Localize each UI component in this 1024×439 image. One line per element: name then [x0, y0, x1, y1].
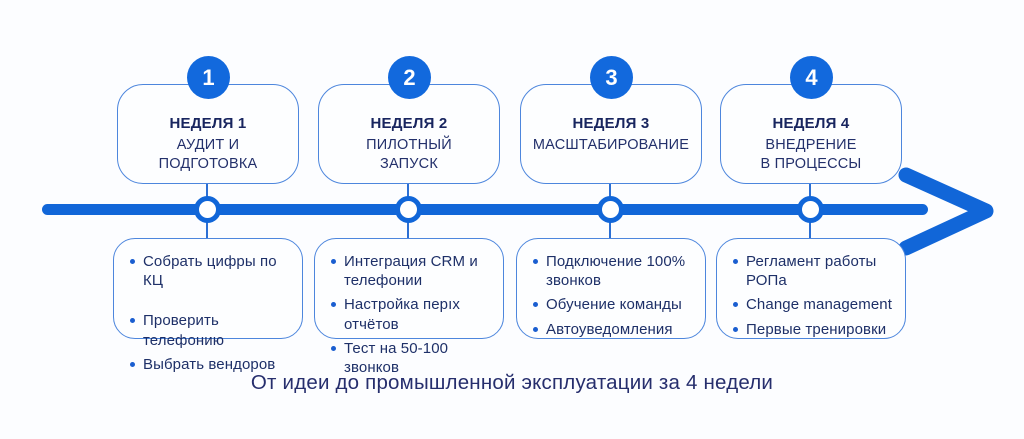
week-title: НЕДЕЛЯ 3	[572, 115, 650, 132]
task-label: Регламент работы РОПа	[746, 253, 877, 290]
task-item: Change management	[731, 295, 895, 314]
bullet-icon	[733, 302, 738, 308]
week-subtitle: ВНЕДРЕНИЕ В ПРОЦЕССЫ	[760, 137, 862, 172]
week-number-badge: 3	[590, 56, 633, 99]
week-header-card: НЕДЕЛЯ 4 ВНЕДРЕНИЕ В ПРОЦЕССЫ	[720, 84, 902, 184]
week-header-card: НЕДЕЛЯ 3 МАСШТАБИРОВАНИЕ	[520, 84, 702, 184]
week-header-card: НЕДЕЛЯ 1 АУДИТ И ПОДГОТОВКА	[117, 84, 299, 184]
week-subtitle: АУДИТ И ПОДГОТОВКА	[158, 137, 258, 172]
task-label: Собрать цифры по КЦ	[143, 253, 277, 290]
task-label: Автоуведомления	[546, 320, 673, 338]
week-header-card: НЕДЕЛЯ 2 ПИЛОТНЫЙ ЗАПУСК	[318, 84, 500, 184]
task-label: Первые тренировки	[746, 320, 887, 338]
task-label: Change management	[746, 296, 892, 314]
bullet-icon	[533, 326, 538, 332]
bullet-icon	[130, 361, 135, 367]
task-item: Тест на 50-100 звонков	[329, 339, 493, 377]
bullet-icon	[130, 318, 135, 324]
task-label: Выбрать вендоров	[143, 355, 276, 373]
task-item: Выбрать вендоров	[128, 355, 292, 374]
task-item: Интеграция CRM и телефонии	[329, 252, 493, 290]
task-item: Регламент работы РОПа	[731, 252, 895, 290]
week-subtitle: ПИЛОТНЫЙ ЗАПУСК	[366, 137, 452, 172]
task-list: Собрать цифры по КЦ Проверить телефонию …	[128, 252, 292, 374]
task-label: Тест на 50-100 звонков	[344, 339, 449, 376]
timeline-bar	[42, 204, 928, 215]
timeline-node	[597, 196, 624, 223]
task-label: Настройка перıх отчётов	[344, 296, 460, 333]
timeline-node	[797, 196, 824, 223]
bullet-icon	[331, 259, 336, 264]
task-item: Первые тренировки	[731, 320, 895, 339]
bullet-icon	[130, 259, 135, 264]
footer-caption: От идеи до промышленной эксплуатации за …	[250, 371, 774, 394]
task-label: Подключение 100% звонков	[546, 253, 686, 290]
week-tasks-card: Подключение 100% звонков Обучение команд…	[516, 238, 706, 339]
week-title: НЕДЕЛЯ 4	[772, 115, 850, 132]
task-label: Интеграция CRM и телефонии	[344, 253, 478, 290]
task-list: Интеграция CRM и телефонии Настройка пер…	[329, 252, 493, 377]
task-list: Подключение 100% звонков Обучение команд…	[531, 252, 695, 339]
week-subtitle: МАСШТАБИРОВАНИЕ	[532, 137, 690, 153]
task-item: Автоуведомления	[531, 320, 695, 339]
task-item: Обучение команды	[531, 295, 695, 314]
week-title: НЕДЕЛЯ 2	[370, 115, 448, 132]
bullet-icon	[533, 259, 538, 264]
bullet-icon	[331, 345, 336, 351]
task-item: Настройка перıх отчётов	[329, 295, 493, 333]
week-number-badge: 1	[187, 56, 230, 99]
timeline-arrowhead-icon	[898, 167, 994, 256]
timeline-node	[194, 196, 221, 223]
task-item: Проверить телефонию	[128, 311, 292, 349]
bullet-icon	[733, 259, 738, 264]
task-list: Регламент работы РОПа Change management …	[731, 252, 895, 339]
task-item: Собрать цифры по КЦ	[128, 252, 292, 290]
bullet-icon	[331, 302, 336, 308]
week-title: НЕДЕЛЯ 1	[169, 115, 247, 132]
task-item: Подключение 100% звонков	[531, 252, 695, 290]
task-label: Проверить телефонию	[143, 312, 225, 349]
week-tasks-card: Интеграция CRM и телефонии Настройка пер…	[314, 238, 504, 376]
task-label: Обучение команды	[546, 296, 682, 314]
week-tasks-card: Регламент работы РОПа Change management …	[716, 238, 906, 339]
timeline-node	[395, 196, 422, 223]
week-number-badge: 4	[790, 56, 833, 99]
bullet-icon	[733, 326, 738, 332]
bullet-icon	[533, 302, 538, 308]
week-tasks-card: Собрать цифры по КЦ Проверить телефонию …	[113, 238, 303, 373]
week-number-badge: 2	[388, 56, 431, 99]
